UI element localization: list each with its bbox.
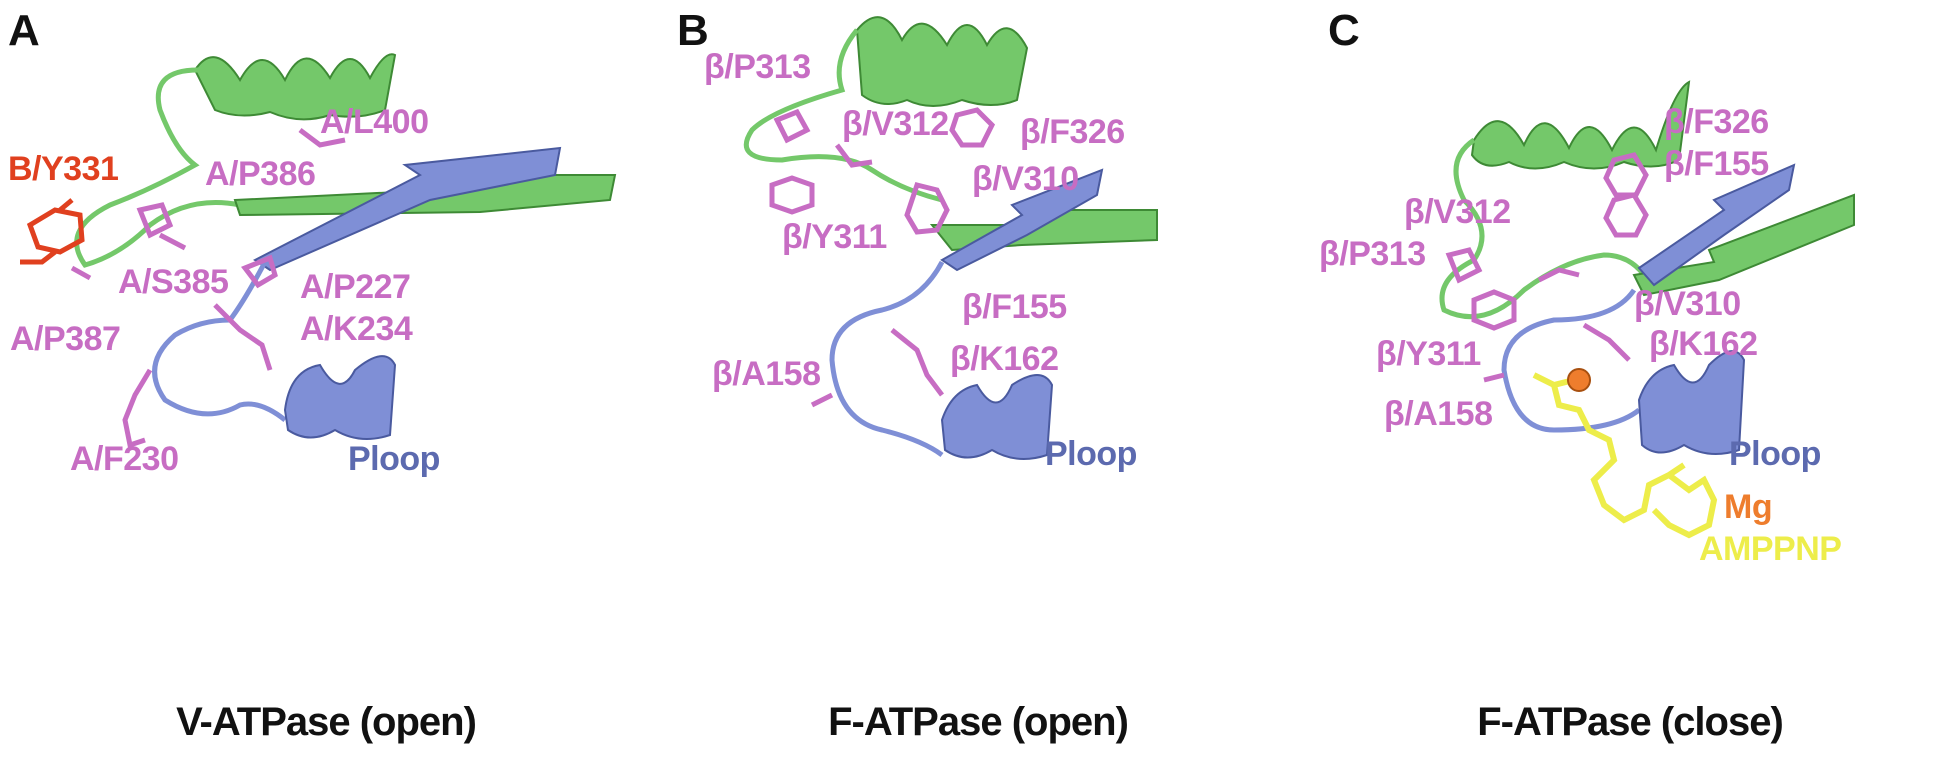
residue-label: A/F230 [70, 440, 179, 478]
residue-label: β/F326 [1020, 113, 1125, 151]
panel-caption: V-ATPase (open) [176, 700, 477, 744]
residue-label: β/V312 [842, 105, 949, 143]
green-helix [855, 16, 1029, 107]
green-loop [1439, 137, 1646, 320]
blue-sheet [940, 168, 1104, 272]
panel-caption: F-ATPase (open) [828, 700, 1129, 744]
ploop-label: Ploop [348, 440, 440, 478]
residue-label: A/P386 [205, 155, 316, 193]
residue-label: β/P313 [1319, 235, 1426, 273]
red-residue [20, 198, 85, 265]
residue-sticks [70, 128, 346, 449]
green-sheet [1632, 193, 1855, 297]
residue-label: β/A158 [712, 355, 821, 393]
residue-label: A/P227 [300, 268, 411, 306]
residue-sticks [769, 107, 996, 408]
residue-label: β/F326 [1664, 103, 1769, 141]
panel-b: B β/P313 β/V312 β/F326 β/V310 β/Y311 β/F… [652, 0, 1304, 771]
blue-loop [152, 260, 287, 422]
panel-label: C [1328, 6, 1360, 55]
panel-label: A [8, 6, 40, 55]
residue-label: A/K234 [300, 310, 413, 348]
residue-label: β/Y311 [1376, 335, 1481, 373]
residue-label: A/L400 [320, 103, 429, 141]
blue-loop [829, 260, 945, 458]
panel-a: A A/L400 A/P386 B/Y331 A/S385 A/P227 A/K… [0, 0, 652, 771]
residue-label: A/P387 [10, 320, 121, 358]
ploop-helix [940, 374, 1054, 460]
residue-label: A/S385 [118, 263, 229, 301]
blue-sheet [1637, 163, 1796, 287]
ploop-helix [1637, 350, 1746, 455]
structure-c [1439, 80, 1855, 539]
green-helix [1470, 80, 1691, 170]
structure-b [743, 16, 1158, 460]
ploop-label: Ploop [1729, 435, 1821, 473]
residue-label: β/K162 [950, 340, 1059, 378]
residue-label: β/F155 [962, 288, 1067, 326]
residue-label: β/A158 [1384, 395, 1493, 433]
highlight-residue-label: B/Y331 [8, 150, 119, 188]
residue-label: β/V310 [1634, 285, 1741, 323]
residue-label: β/V312 [1404, 193, 1511, 231]
ploop-helix [283, 355, 397, 440]
ampppnp-label: AMPPNP [1699, 530, 1842, 568]
ploop-label: Ploop [1045, 435, 1137, 473]
green-helix [193, 53, 397, 121]
residue-label: β/P313 [704, 48, 811, 86]
mg-sphere [1567, 368, 1591, 392]
residue-sticks [1445, 152, 1649, 383]
panel-c: C β/F326 β/F155 β/V312 β/P313 β/V310 β/Y… [1304, 0, 1956, 771]
residue-label: β/F155 [1664, 145, 1769, 183]
panel-label: B [677, 6, 709, 55]
residue-label: β/K162 [1649, 325, 1758, 363]
structure-a [20, 53, 617, 449]
residue-label: β/Y311 [782, 218, 887, 256]
blue-sheet [253, 146, 562, 272]
green-loop [74, 67, 241, 268]
mg-label: Mg [1724, 488, 1773, 526]
green-loop [743, 28, 943, 203]
residue-label: β/V310 [972, 160, 1079, 198]
panel-caption: F-ATPase (close) [1477, 700, 1784, 744]
